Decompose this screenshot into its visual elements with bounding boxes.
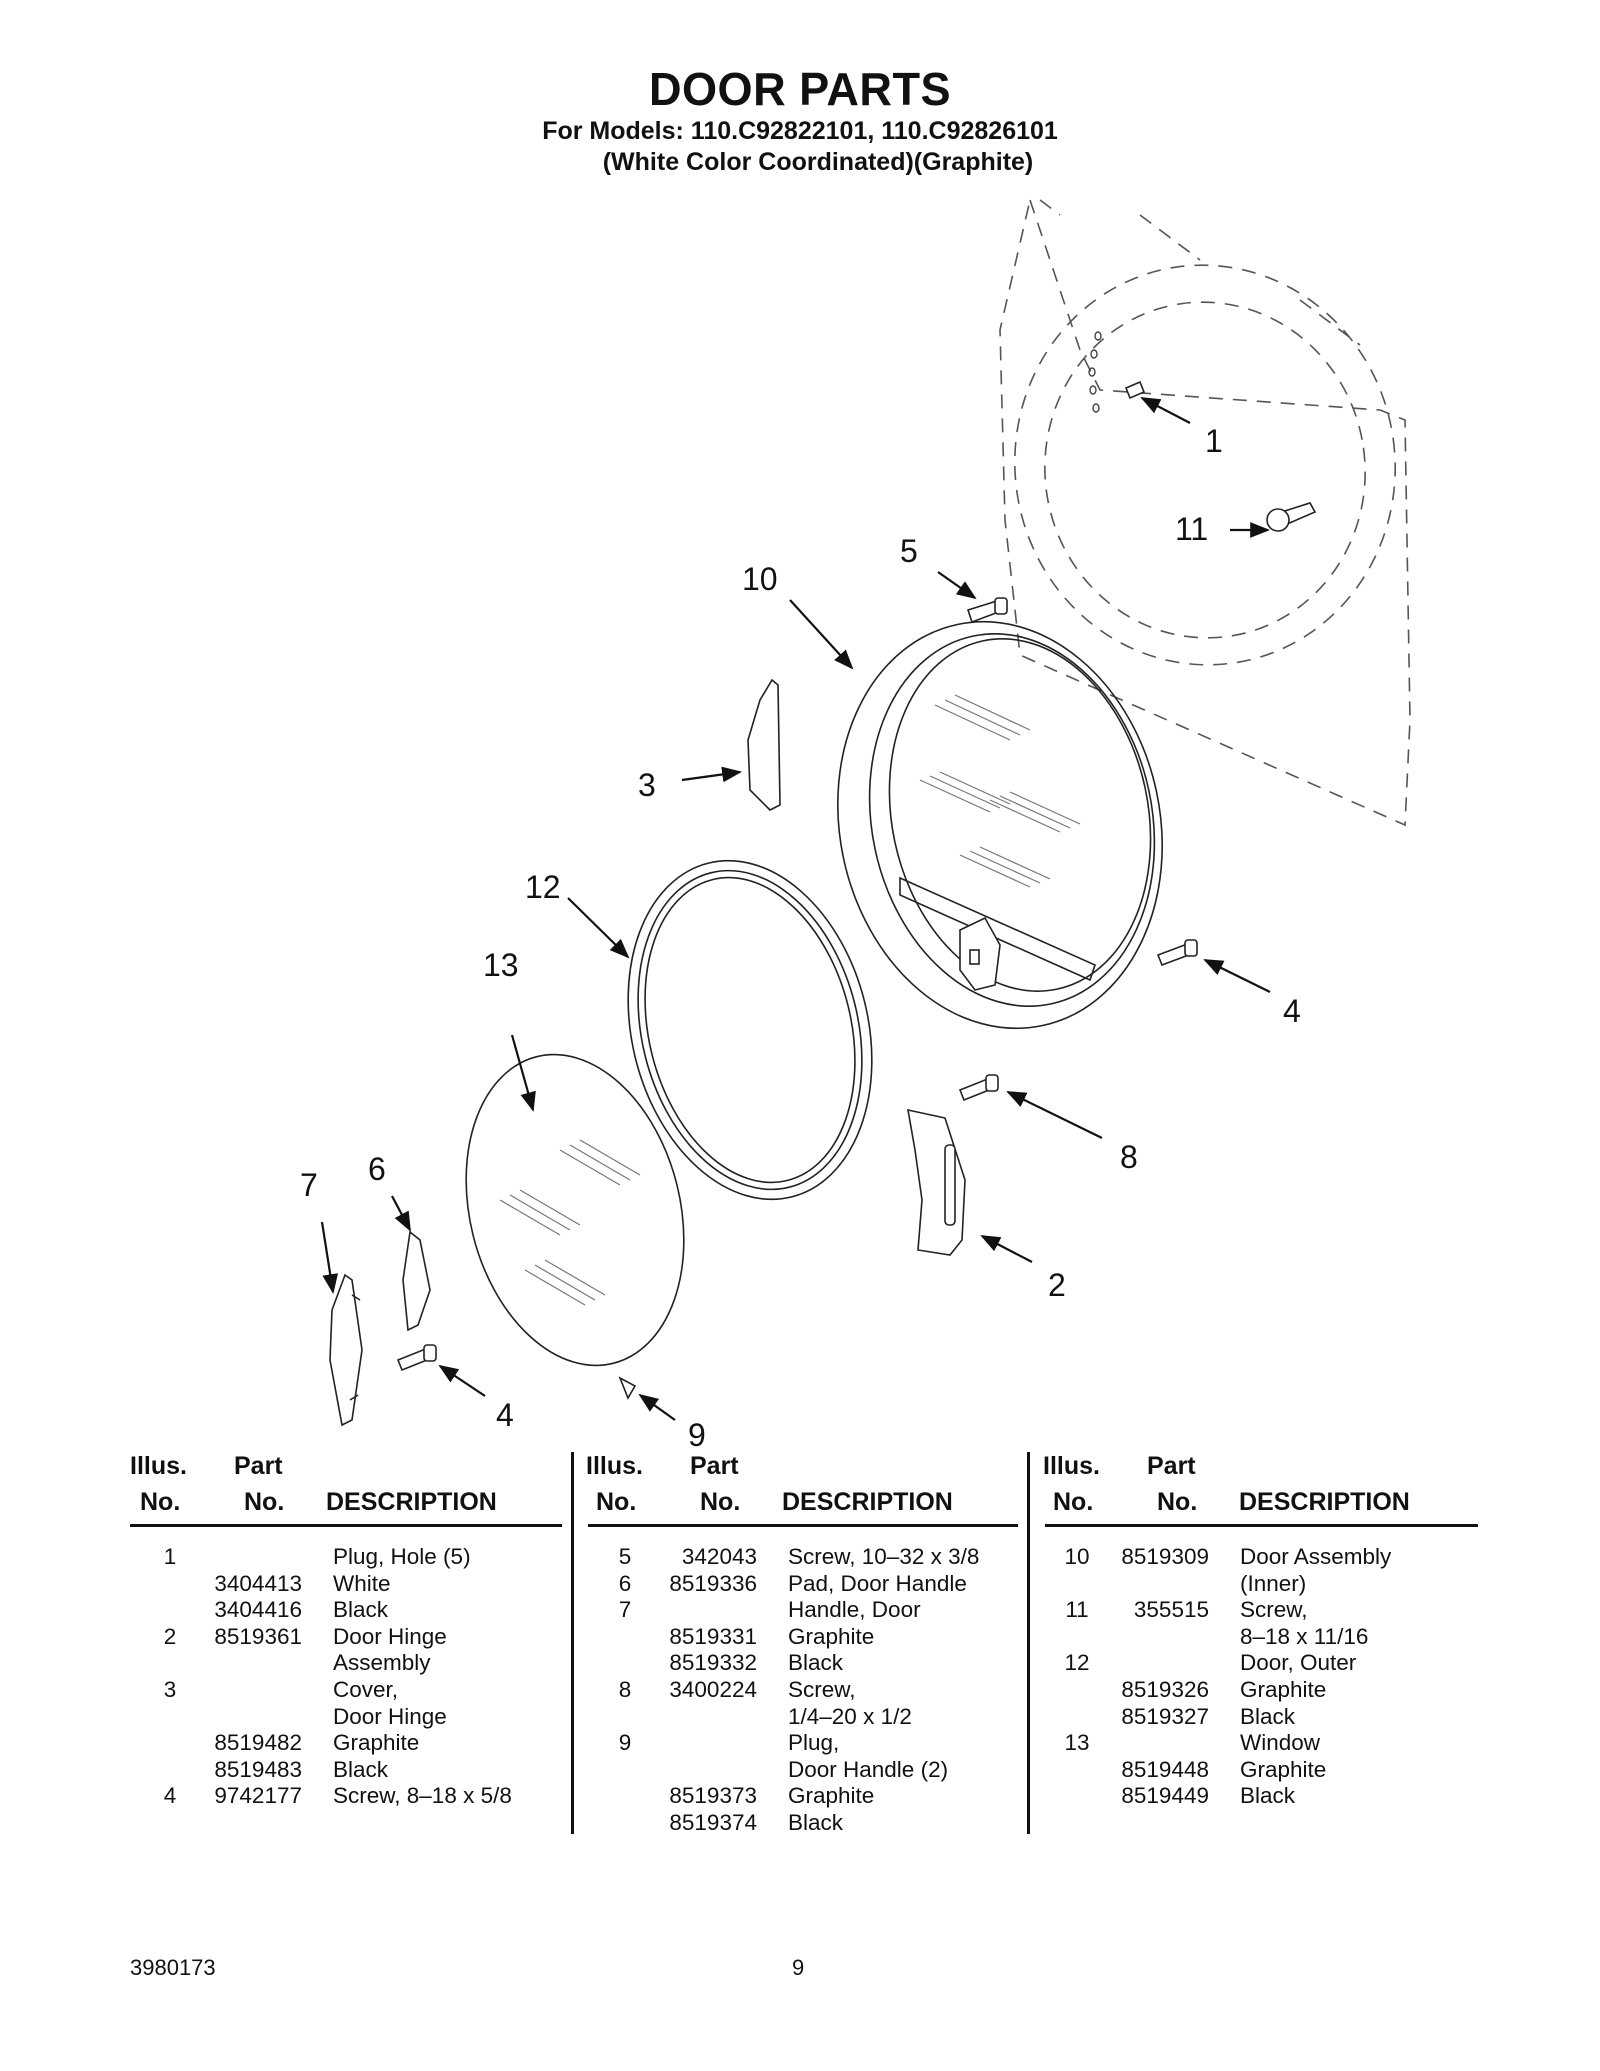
door-hinge-cover-part xyxy=(747,678,781,811)
document-number: 3980173 xyxy=(130,1955,216,1980)
callout-12: 12 xyxy=(525,869,561,905)
door-handle-part xyxy=(329,1273,363,1427)
hole-plug-part xyxy=(1124,380,1146,400)
callout-13: 13 xyxy=(483,947,519,983)
cabinet-front-panel xyxy=(999,197,1411,827)
door-window xyxy=(465,1053,685,1367)
screw-4-right-part xyxy=(1156,939,1198,967)
door-handle-plug-part xyxy=(618,1376,637,1400)
screw-5-part xyxy=(966,597,1008,624)
column-divider-2 xyxy=(1027,1452,1030,1834)
colors-line: (White Color Coordinated)(Graphite) xyxy=(602,148,1034,176)
header-rule-3 xyxy=(1045,1524,1478,1527)
screw-4-left-part xyxy=(396,1344,437,1372)
header-rule-2 xyxy=(588,1524,1018,1527)
outer-door-ring xyxy=(627,859,873,1201)
callout-9: 9 xyxy=(688,1417,706,1450)
callout-7: 7 xyxy=(300,1167,318,1203)
cabinet-plug-holes xyxy=(1088,331,1102,413)
screw-8-part xyxy=(958,1074,999,1102)
callout-4-right: 4 xyxy=(1283,993,1301,1029)
inner-door-assembly xyxy=(836,620,1164,1030)
callout-3: 3 xyxy=(638,767,656,803)
callout-6: 6 xyxy=(368,1151,386,1187)
page-number: 9 xyxy=(792,1955,805,1980)
handle-pad-part xyxy=(402,1230,431,1332)
callout-8: 8 xyxy=(1120,1139,1138,1175)
callout-2: 2 xyxy=(1048,1267,1066,1303)
callout-5: 5 xyxy=(900,533,918,569)
screw-11-part xyxy=(1266,502,1317,532)
callout-10: 10 xyxy=(742,561,778,597)
callout-11: 11 xyxy=(1175,511,1208,547)
callout-1: 1 xyxy=(1205,423,1223,459)
models-line: For Models: 110.C92822101, 110.C92826101 xyxy=(542,117,1058,145)
page-title: DOOR PARTS xyxy=(648,63,952,115)
column-divider-1 xyxy=(571,1452,574,1834)
header-rule-1 xyxy=(130,1524,562,1527)
table-header-3: Illus. No. Part No. DESCRIPTION xyxy=(1043,1452,1410,1516)
exploded-parts-diagram: 1 11 5 10 3 12 13 4 8 2 7 6 4 9 xyxy=(300,197,1411,1450)
table-header-2: Illus. No. Part No. DESCRIPTION xyxy=(586,1452,953,1516)
table-header-1: Illus. No. Part No. DESCRIPTION xyxy=(130,1452,497,1516)
callout-4-left: 4 xyxy=(496,1397,514,1433)
door-hinge-part xyxy=(907,1108,966,1256)
